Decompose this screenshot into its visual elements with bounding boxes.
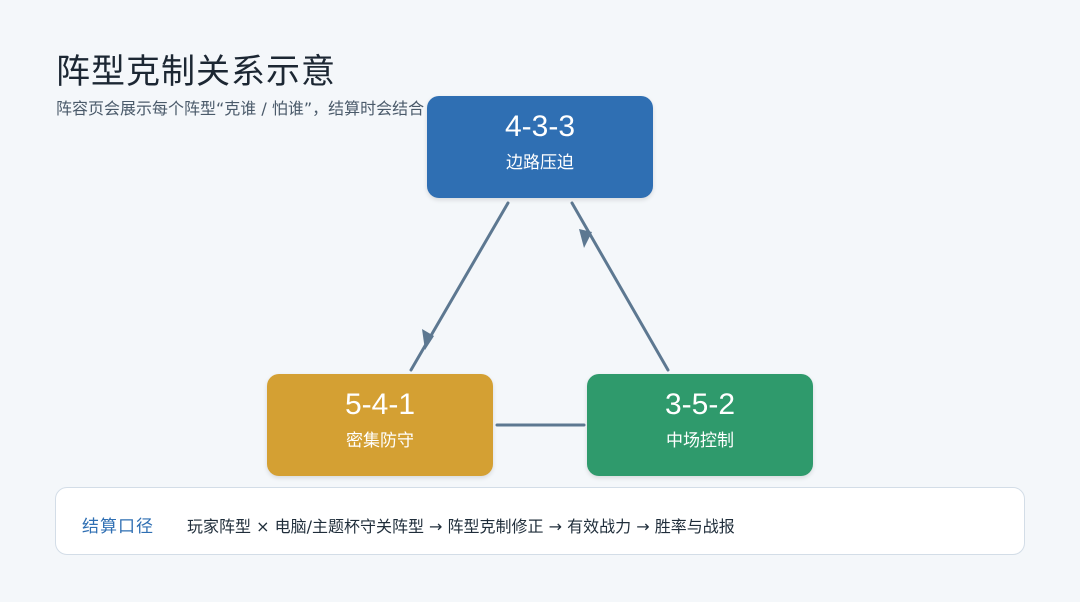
formation-node-352: 3-5-2 中场控制	[587, 374, 813, 476]
page-subtitle: 阵容页会展示每个阵型“克谁 / 怕谁”，结算时会结合 ... 力。	[56, 99, 482, 118]
page-title: 阵型克制关系示意	[56, 52, 336, 92]
edge-352-to-433-arrow	[579, 229, 592, 248]
settlement-flow-text: 玩家阵型 × 电脑/主题杯守关阵型 → 阵型克制修正 → 有效战力 → 胜率与战…	[187, 517, 735, 536]
edge-352-to-433	[570, 201, 670, 372]
formation-code: 3-5-2	[664, 388, 736, 421]
settlement-label: 结算口径	[82, 517, 154, 537]
formation-code: 5-4-1	[344, 388, 416, 421]
formation-label: 密集防守	[346, 431, 414, 451]
settlement-info-box: 结算口径 玩家阵型 × 电脑/主题杯守关阵型 → 阵型克制修正 → 有效战力 →…	[55, 487, 1025, 555]
formation-node-541: 5-4-1 密集防守	[267, 374, 493, 476]
formation-code: 4-3-3	[504, 110, 576, 143]
formation-node-433: 4-3-3 边路压迫	[427, 96, 653, 198]
formation-label: 中场控制	[666, 431, 734, 451]
formation-label: 边路压迫	[506, 153, 574, 173]
edge-433-to-541-arrow	[422, 329, 434, 350]
